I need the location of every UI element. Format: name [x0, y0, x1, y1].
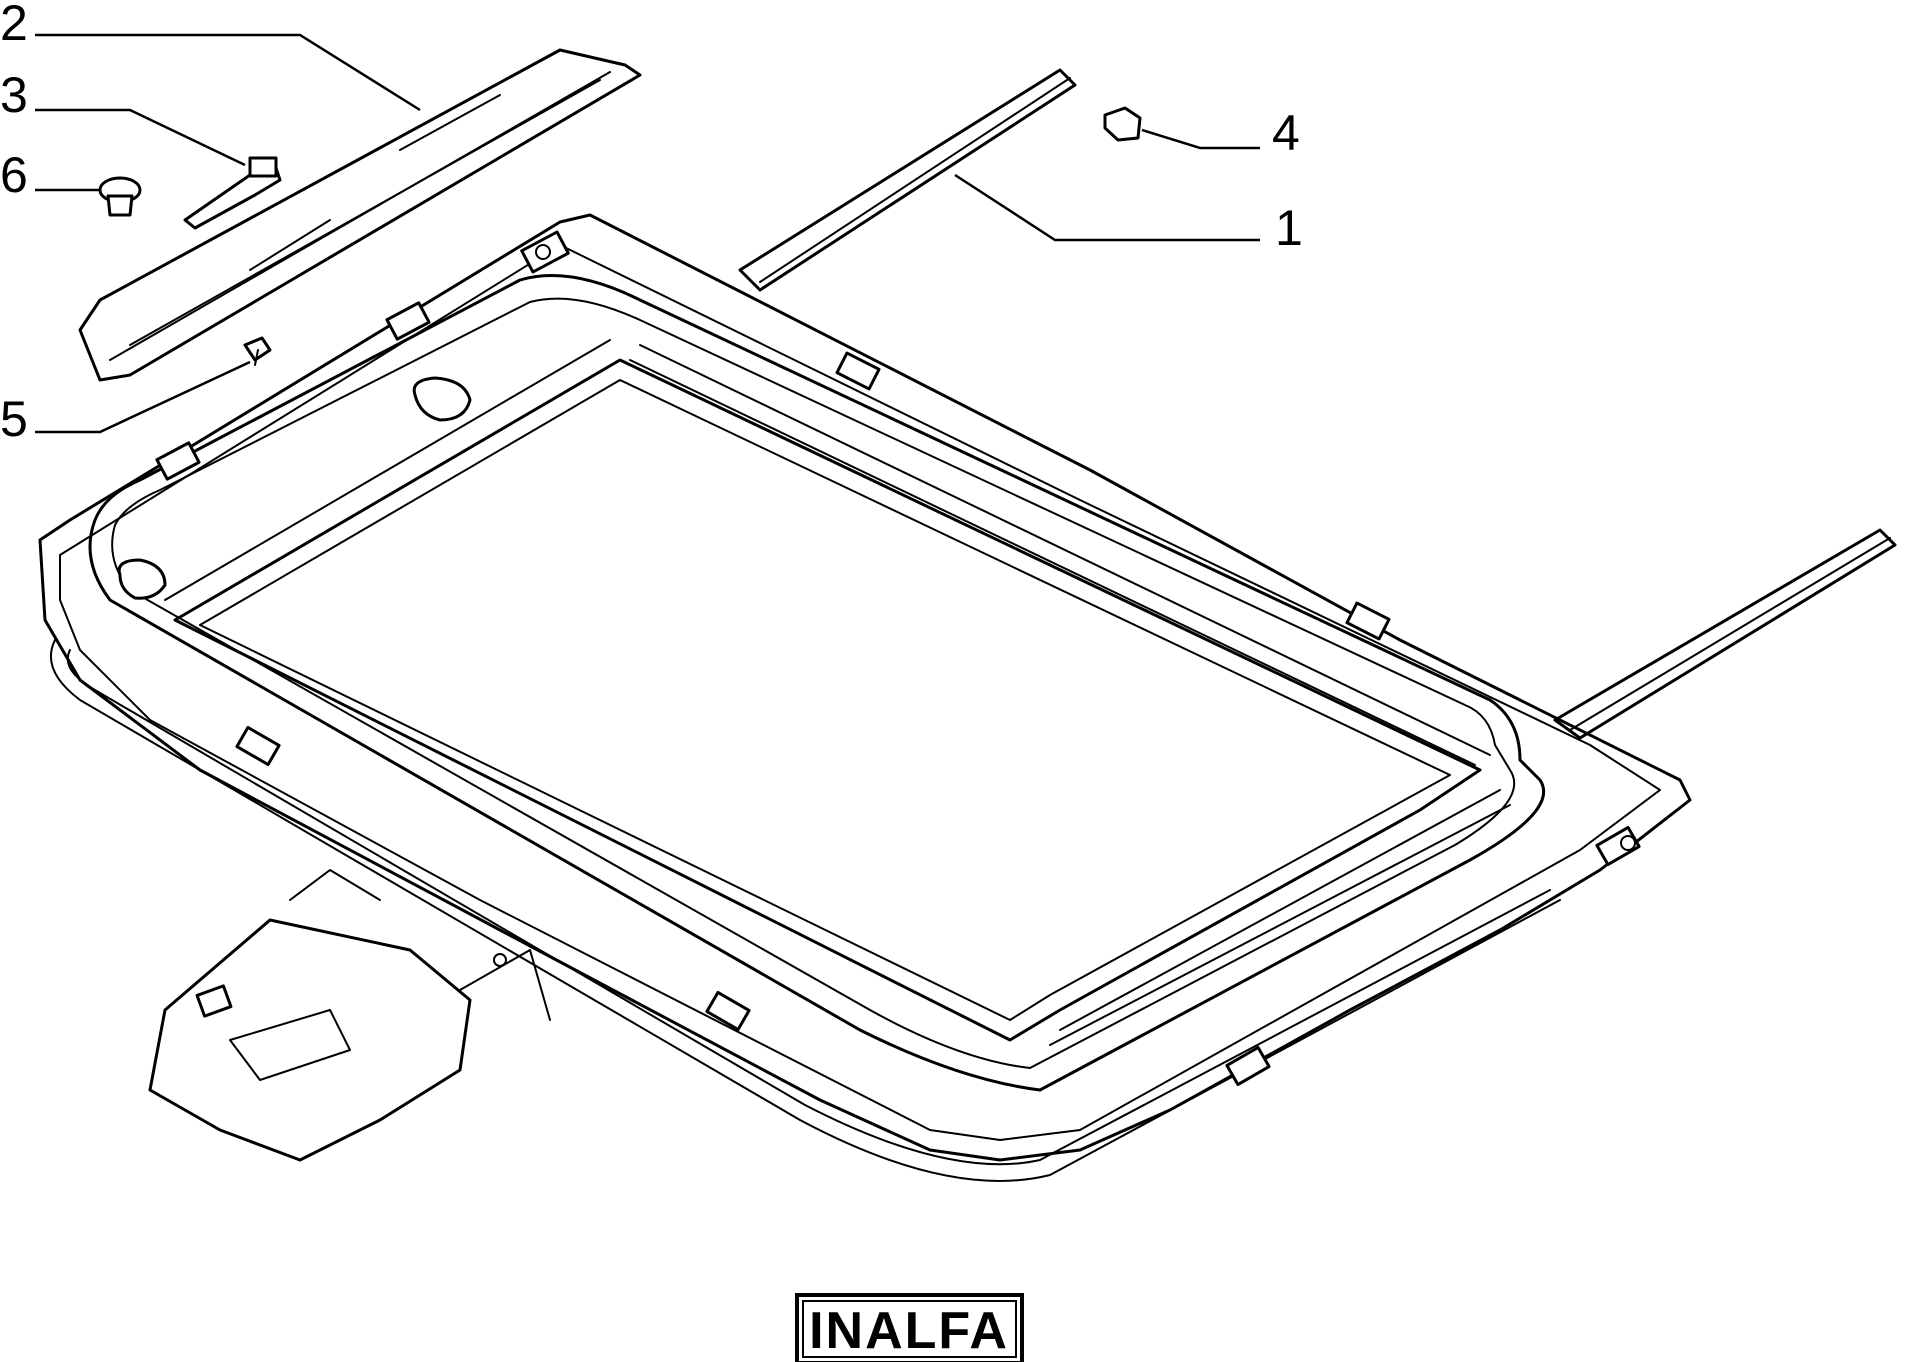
screw [243, 336, 272, 366]
motor-bracket [148, 869, 551, 1162]
callout-numbers: 2 3 6 5 4 1 [0, 0, 1303, 447]
leader-lines [35, 33, 1260, 434]
callout-5: 5 [0, 391, 28, 447]
callout-1: 1 [1275, 200, 1303, 256]
callout-6: 6 [0, 147, 28, 203]
callout-3: 3 [0, 67, 28, 123]
sunroof-frame [38, 213, 1692, 1182]
leader-line-4 [1141, 128, 1260, 150]
leader-line-1 [954, 173, 1260, 242]
manufacturer-label: INALFA [809, 1302, 1009, 1360]
leader-line-5 [35, 360, 251, 434]
callout-4: 4 [1272, 105, 1300, 161]
leader-line-3 [35, 108, 246, 167]
leader-line-2 [35, 33, 421, 112]
manufacturer-badge: INALFA [795, 1293, 1024, 1362]
slider-clip [183, 156, 282, 230]
retaining-clip [1103, 106, 1142, 142]
callout-2: 2 [0, 0, 28, 51]
side-cover-rail [78, 48, 642, 382]
track-rail [738, 68, 1897, 740]
plug-cap [98, 176, 142, 217]
